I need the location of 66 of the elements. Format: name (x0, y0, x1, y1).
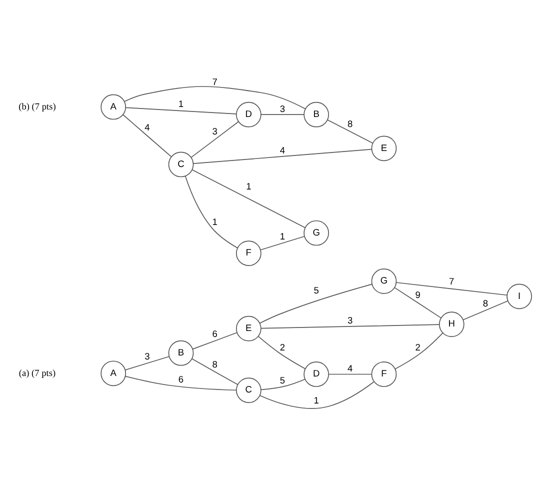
edge-label: 2 (280, 342, 286, 352)
node-circle: E (236, 315, 262, 341)
connector (260, 283, 372, 324)
connector (327, 118, 374, 143)
node-circle: C (168, 151, 194, 177)
node-circle: G (304, 220, 329, 246)
connector (124, 375, 237, 390)
node-circle: F (371, 361, 397, 386)
connector (394, 286, 442, 318)
edge-label: 5 (280, 374, 286, 385)
edge-label: 1 (178, 98, 184, 108)
edge-label: 3 (280, 103, 286, 114)
node-circle: E (371, 135, 397, 161)
node-circle: A (100, 360, 126, 386)
connector (192, 148, 372, 164)
label: (b) (7 pts) (18, 102, 56, 112)
connector (328, 373, 372, 374)
edge-label: 1 (246, 181, 252, 192)
connector (124, 86, 306, 109)
connector (122, 114, 172, 157)
connector (260, 324, 440, 328)
connector (124, 356, 170, 370)
connector (260, 235, 305, 250)
label: (a) (7 pts) (18, 368, 56, 378)
node-circle: D (236, 101, 262, 127)
connector (394, 332, 444, 369)
connector (260, 114, 304, 115)
connector (259, 380, 374, 408)
connector (192, 168, 306, 228)
edge-label: 3 (144, 351, 150, 362)
node-circle: I (506, 283, 532, 309)
edge-label: 4 (348, 363, 353, 374)
connector (192, 358, 238, 384)
edge-label: 3 (212, 126, 218, 136)
node-circle: D (304, 361, 329, 386)
edge-label: 1 (280, 231, 286, 242)
edge-label: 4 (280, 144, 286, 155)
node-circle: G (371, 268, 397, 294)
node-circle: B (304, 101, 329, 127)
connector (190, 120, 239, 158)
edge-label: 8 (482, 298, 488, 308)
connector (462, 300, 508, 320)
edge-label: 5 (314, 285, 319, 296)
node-circle: H (438, 311, 464, 337)
edge-label: 6 (212, 328, 218, 338)
connector (258, 336, 306, 369)
edge-label: 1 (314, 395, 319, 406)
edge-label: 8 (212, 358, 218, 369)
edge-label: 6 (178, 374, 184, 384)
connector (260, 378, 306, 390)
connector (125, 106, 237, 114)
edge-label: 7 (212, 76, 218, 86)
edge-label: 4 (144, 122, 150, 132)
edge-label: 3 (348, 314, 353, 325)
connector (396, 282, 508, 296)
edge-label: 9 (415, 289, 420, 300)
connector (184, 175, 238, 248)
node-circle: A (100, 94, 126, 120)
edge-label: 2 (415, 342, 420, 352)
connector (192, 332, 238, 349)
node-circle: B (168, 340, 194, 366)
node-circle: C (236, 377, 262, 402)
edge-label: 8 (348, 118, 353, 129)
edge-label: 7 (449, 276, 454, 286)
edge-label: 1 (212, 216, 218, 227)
node-circle: F (236, 240, 262, 266)
